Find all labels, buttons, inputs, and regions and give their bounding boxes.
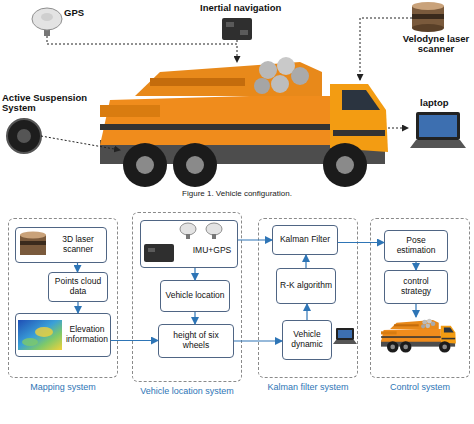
callout-label: GPS — [64, 8, 104, 18]
process-box: height of six wheels — [158, 324, 234, 358]
leader-line — [41, 136, 120, 150]
box-text: Pose estimation — [387, 236, 445, 255]
inertial-unit — [240, 30, 248, 35]
lidar-scanner — [412, 2, 444, 10]
flow-arrow — [238, 239, 272, 240]
gps-antenna — [41, 13, 53, 21]
box-text: R-K algorithm — [280, 281, 332, 291]
inertial-unit — [226, 22, 234, 27]
crane-truck — [100, 57, 388, 187]
process-box: Points cloud data — [48, 272, 108, 302]
box-text: Vehicle location — [165, 291, 224, 301]
box-text: 3D laser scanner — [52, 235, 104, 254]
gps-antenna — [32, 8, 62, 36]
elevation-map — [18, 320, 62, 350]
leader-line — [47, 36, 237, 62]
group-frame: Mapping system3D laser scannerPoints clo… — [8, 218, 118, 378]
group-frame: Vehicle location systemIMU+GPSVehicle lo… — [132, 212, 242, 382]
leader-line — [360, 18, 412, 80]
box-text: Points cloud data — [51, 277, 105, 296]
laptop-icon — [410, 140, 466, 148]
flow-arrow — [77, 263, 78, 272]
process-box: control strategy — [384, 270, 448, 304]
laptop-icon — [336, 328, 354, 340]
flow-arrow — [111, 340, 158, 341]
callout-label: Velodyne laser scanner — [398, 34, 474, 55]
imu-gps-icon — [186, 234, 190, 239]
leader-line — [41, 18, 412, 150]
leader-line — [237, 40, 238, 44]
elevation-map — [35, 327, 53, 337]
imu-gps-icon — [180, 223, 196, 235]
suspension-part — [17, 129, 31, 143]
process-box: R-K algorithm — [276, 268, 336, 304]
suspension-part — [7, 119, 41, 153]
group-label: Vehicle location system — [117, 386, 257, 396]
process-box: IMU+GPS — [140, 220, 238, 268]
laptop-icon — [338, 330, 352, 338]
group-label: Control system — [355, 382, 474, 392]
lidar-scanner — [412, 14, 444, 19]
process-box: Elevation information — [15, 313, 111, 357]
process-box: 3D laser scanner — [15, 227, 107, 263]
imu-gps-icon — [144, 223, 222, 262]
box-text: IMU+GPS — [193, 246, 232, 256]
imu-gps-icon — [148, 248, 155, 252]
process-box: Pose estimation — [384, 230, 448, 262]
lidar-scanner — [412, 24, 444, 32]
flow-arrow — [194, 312, 195, 324]
group-frame: Control systemPose estimationcontrol str… — [370, 218, 470, 378]
box-text: Vehicle dynamic — [285, 330, 329, 349]
flow-arrow — [415, 262, 416, 270]
inertial-unit — [222, 18, 252, 40]
laptop-icon — [333, 328, 357, 344]
box-text: control strategy — [387, 277, 445, 296]
process-box: Vehicle dynamic — [282, 320, 332, 360]
flow-arrow — [338, 242, 384, 243]
laptop-icon — [416, 112, 460, 140]
laptop-icon — [410, 112, 466, 148]
imu-gps-icon — [212, 234, 216, 239]
group-label: Mapping system — [0, 382, 133, 392]
imu-gps-icon — [206, 223, 222, 235]
laptop-icon — [333, 340, 357, 344]
box-text: Elevation information — [66, 325, 108, 344]
box-text: Kalman Filter — [280, 235, 330, 245]
process-box: Vehicle location — [160, 280, 230, 312]
process-box: Kalman Filter — [272, 225, 338, 255]
leader-line — [388, 128, 408, 129]
inertial-unit — [222, 18, 252, 40]
crane-truck — [381, 319, 456, 353]
box-text: height of six wheels — [161, 331, 231, 350]
elevation-map — [22, 338, 38, 346]
suspension-part — [7, 119, 41, 153]
flow-arrow — [415, 304, 416, 317]
flow-arrow — [234, 340, 282, 341]
lidar-scanner — [412, 2, 444, 32]
flow-arrow — [77, 302, 78, 313]
flow-arrow — [305, 255, 306, 268]
laptop-icon — [419, 115, 457, 137]
scanner-icon — [20, 241, 46, 245]
callout-label: laptop — [420, 98, 470, 108]
figure-caption: Figure 1. Vehicle configuration. — [0, 189, 474, 198]
group-label: Kalman filter system — [243, 382, 373, 392]
scanner-icon — [20, 232, 46, 239]
group-frame: Kalman filter systemKalman FilterR-K alg… — [258, 218, 358, 378]
imu-gps-icon — [144, 244, 174, 262]
flow-arrow — [194, 268, 195, 280]
gps-antenna — [32, 8, 62, 30]
scanner-icon — [20, 232, 46, 256]
callout-label: Active Suspension System — [2, 93, 92, 114]
elevation-map — [18, 320, 62, 350]
callout-label: Inertial navigation — [200, 3, 310, 13]
flow-arrow — [306, 304, 307, 320]
